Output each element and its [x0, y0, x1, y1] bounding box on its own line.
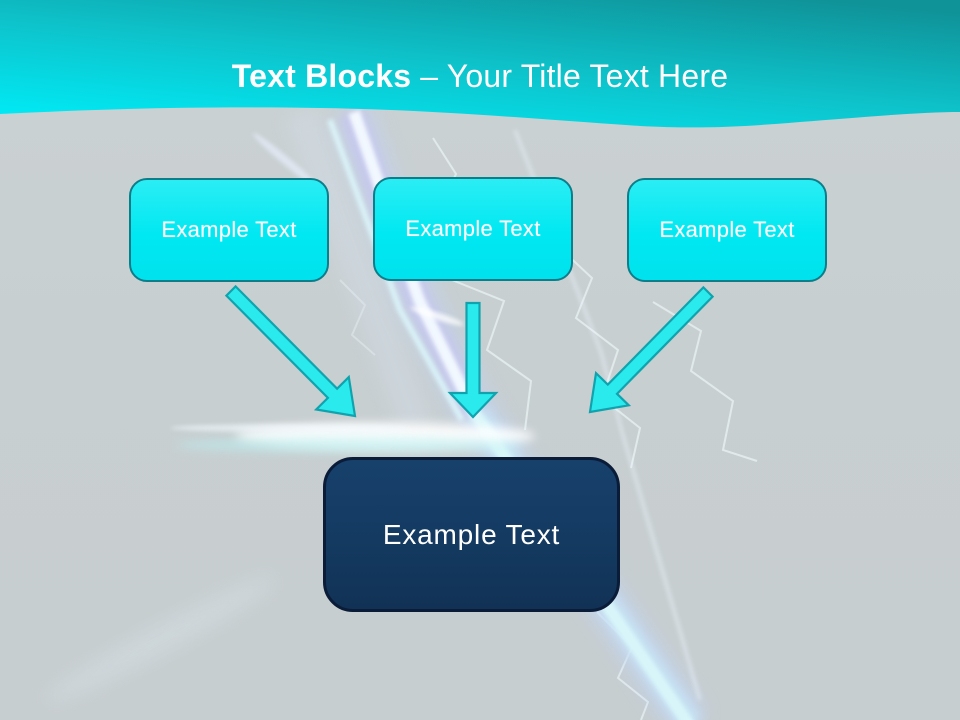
- summary-block: Example Text: [323, 457, 620, 612]
- text-block-1: Example Text: [129, 178, 329, 282]
- text-block-3: Example Text: [627, 178, 827, 282]
- header-band: [0, 0, 960, 128]
- text-block-1-label: Example Text: [161, 217, 297, 242]
- header-wave-shape: [0, 0, 960, 128]
- slide-title: Text Blocks– Your Title Text Here: [0, 57, 960, 95]
- summary-block-label: Example Text: [382, 518, 561, 550]
- title-subtitle: – Your Title Text Here: [420, 58, 729, 94]
- text-block-2-label: Example Text: [405, 216, 541, 241]
- text-block-2: Example Text: [373, 177, 573, 281]
- title-topic: Text Blocks: [231, 58, 412, 94]
- lightning-flare: [45, 132, 535, 703]
- text-block-3-label: Example Text: [659, 217, 795, 242]
